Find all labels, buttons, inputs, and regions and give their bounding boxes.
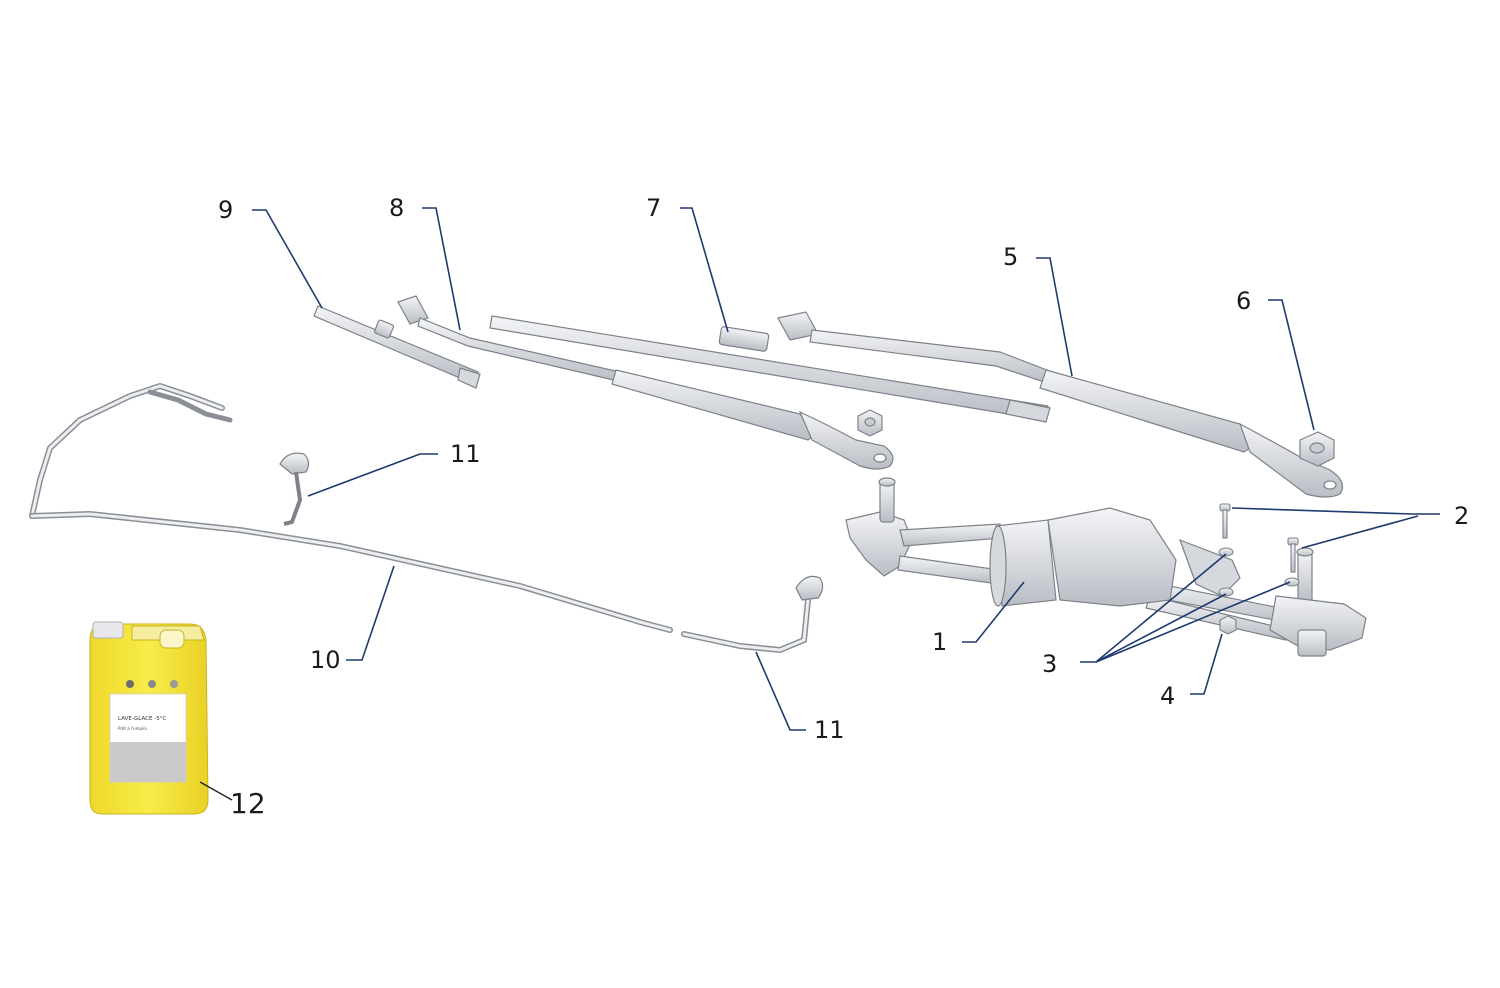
leader-2b [1301, 515, 1419, 549]
callout-6: 6 [1236, 287, 1252, 315]
leader-8 [422, 207, 461, 331]
callout-3: 3 [1042, 650, 1058, 678]
leader-3b [1095, 593, 1227, 663]
leader-3c [1095, 581, 1291, 663]
leader-11b [755, 651, 806, 731]
part-1-wiper-motor-linkage [845, 477, 1367, 657]
leader-9 [252, 209, 323, 309]
part-12-washer-fluid-can [89, 621, 209, 815]
leader-6 [1268, 299, 1315, 431]
part-2-bolts [1219, 503, 1299, 573]
callout-10: 10 [310, 646, 341, 674]
part-7-wiper-blade-main [489, 315, 1051, 423]
leader-12 [199, 781, 233, 801]
callout-7: 7 [646, 194, 662, 222]
leader-7 [680, 207, 729, 333]
part-8-wiper-arm-left [397, 295, 894, 470]
leader-1 [962, 581, 1025, 643]
leader-2a [1231, 507, 1413, 515]
part-3-washers [1218, 547, 1300, 597]
callout-1: 1 [932, 628, 948, 656]
nut-left-arm [857, 409, 883, 437]
part-11-nozzle-upper [279, 452, 310, 526]
callout-4: 4 [1160, 682, 1176, 710]
leader-10 [346, 565, 395, 661]
part-11-nozzle-lower [795, 575, 824, 601]
callout-12: 12 [230, 787, 266, 820]
part-4-nut-small [1219, 615, 1237, 635]
callout-11-lower: 11 [814, 716, 845, 744]
leader-4 [1190, 633, 1223, 695]
part-6-nut [1299, 431, 1335, 467]
callout-9: 9 [218, 196, 234, 224]
callout-5: 5 [1003, 243, 1019, 271]
callout-2: 2 [1454, 502, 1470, 530]
leader-lines [199, 207, 1440, 801]
part-10-washer-hose [29, 382, 811, 654]
leader-5 [1036, 257, 1073, 377]
callout-8: 8 [389, 194, 405, 222]
part-5-wiper-arm-right [777, 311, 1343, 498]
callout-11-upper: 11 [450, 440, 481, 468]
can-label-title: LAVE-GLACE -5°C [118, 716, 167, 722]
can-label-subtitle: Prêt à l'emploi [118, 726, 147, 731]
leader-11a [307, 453, 438, 497]
part-9-wiper-blade-small [313, 305, 481, 389]
